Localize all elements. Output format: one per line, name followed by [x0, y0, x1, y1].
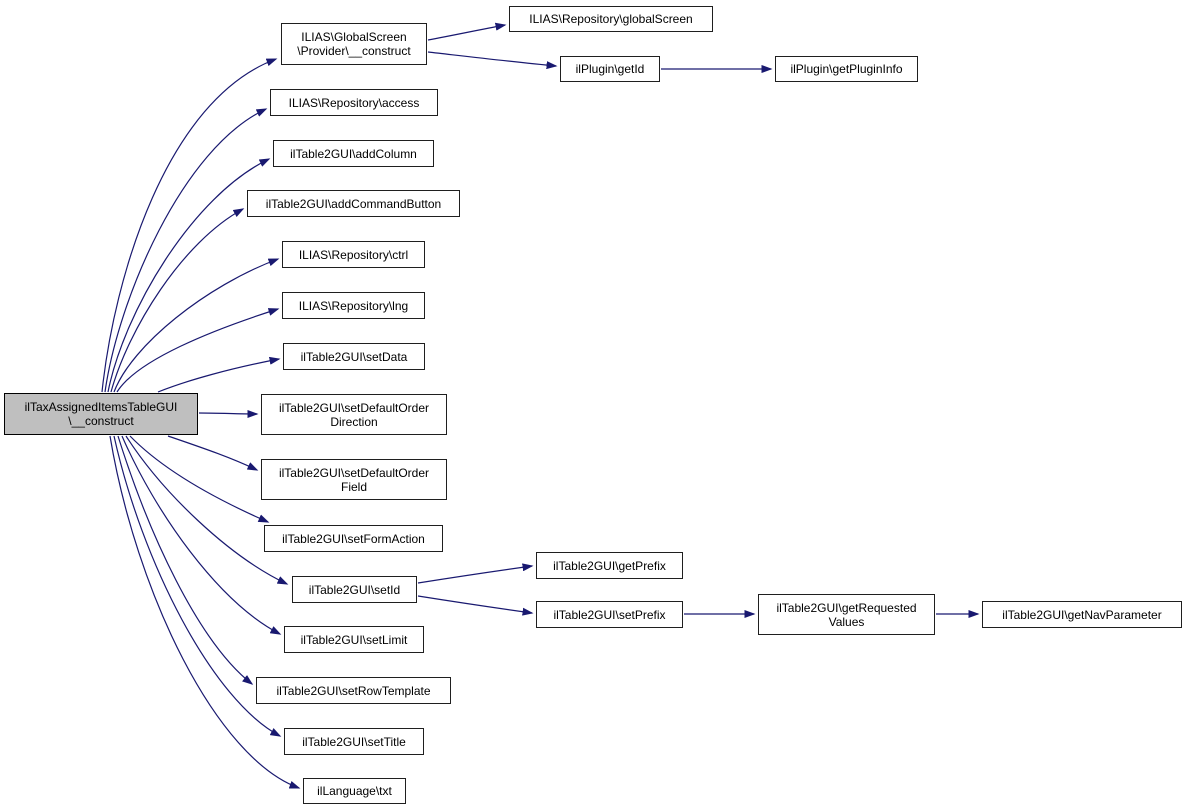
node-ilplugin-getplugininfo[interactable]: ilPlugin\getPluginInfo [775, 56, 918, 82]
node-iltable2gui-setformaction[interactable]: ilTable2GUI\setFormAction [264, 525, 443, 552]
node-iltable2gui-setprefix[interactable]: ilTable2GUI\setPrefix [536, 601, 683, 628]
edge-root-to-table2gui-setid [125, 435, 289, 585]
node-ilias-repository-lng[interactable]: ILIAS\Repository\lng [282, 292, 425, 319]
node-iltable2gui-getnavparameter[interactable]: ilTable2GUI\getNavParameter [982, 601, 1182, 628]
node-iltable2gui-getprefix[interactable]: ilTable2GUI\getPrefix [536, 552, 683, 579]
node-iltable2gui-setdefaultorderfield[interactable]: ilTable2GUI\setDefaultOrder Field [261, 459, 447, 500]
edge-root-to-repository-lng [116, 308, 280, 393]
node-iltable2gui-setrowtemplate[interactable]: ilTable2GUI\setRowTemplate [256, 677, 451, 704]
edge-root-to-illanguage-txt [109, 435, 301, 789]
edge-root-to-table2gui-settitle [113, 435, 282, 737]
edge-root-to-table2gui-addcolumn [107, 158, 271, 393]
node-iltable2gui-setdata[interactable]: ilTable2GUI\setData [283, 343, 425, 370]
node-iltable2gui-settitle[interactable]: ilTable2GUI\setTitle [284, 728, 424, 755]
node-iltable2gui-setdefaultorderdirection[interactable]: ilTable2GUI\setDefaultOrder Direction [261, 394, 447, 435]
node-iltable2gui-addcolumn[interactable]: ilTable2GUI\addColumn [273, 140, 434, 167]
node-ilias-repository-ctrl[interactable]: ILIAS\Repository\ctrl [282, 241, 425, 268]
edge-root-to-table2gui-setdefaultorderdirection [198, 409, 259, 418]
edge-root-to-table2gui-addcommandbutton [110, 208, 245, 393]
node-ilias-repository-globalscreen[interactable]: ILIAS\Repository\globalScreen [509, 6, 713, 32]
edge-root-to-table2gui-setdefaultorderfield [167, 435, 259, 471]
edge-root-to-repository-ctrl [113, 258, 280, 393]
edge-table2gui-setid-to-table2gui-setprefix [417, 595, 534, 616]
node-ilias-globalscreen-provider-construct[interactable]: ILIAS\GlobalScreen \Provider\__construct [281, 23, 427, 65]
node-ilplugin-getid[interactable]: ilPlugin\getId [560, 56, 660, 82]
edge-root-to-repository-access [104, 108, 268, 393]
node-iltable2gui-setlimit[interactable]: ilTable2GUI\setLimit [284, 626, 424, 653]
node-iltable2gui-addcommandbutton[interactable]: ilTable2GUI\addCommandButton [247, 190, 460, 217]
edge-globalscreen-provider-construct-to-repository-globalscreen [427, 22, 507, 41]
edge-root-to-globalscreen-provider-construct [101, 58, 278, 393]
edge-root-to-table2gui-setrowtemplate [117, 435, 254, 685]
edge-globalscreen-provider-construct-to-ilplugin-getid [427, 51, 558, 70]
node-ilias-repository-access[interactable]: ILIAS\Repository\access [270, 89, 438, 116]
edge-root-to-table2gui-setdata [157, 356, 281, 393]
node-root-iltaxassigneditemstablegui-construct: ilTaxAssignedItemsTableGUI \__construct [4, 393, 198, 435]
node-iltable2gui-getrequestedvalues[interactable]: ilTable2GUI\getRequested Values [758, 594, 935, 635]
edge-root-to-table2gui-setformaction [129, 435, 270, 523]
edge-root-to-table2gui-setlimit [121, 435, 282, 635]
edge-table2gui-setid-to-table2gui-getprefix [417, 563, 534, 584]
node-illanguage-txt[interactable]: ilLanguage\txt [303, 778, 406, 804]
node-iltable2gui-setid[interactable]: ilTable2GUI\setId [292, 576, 417, 603]
